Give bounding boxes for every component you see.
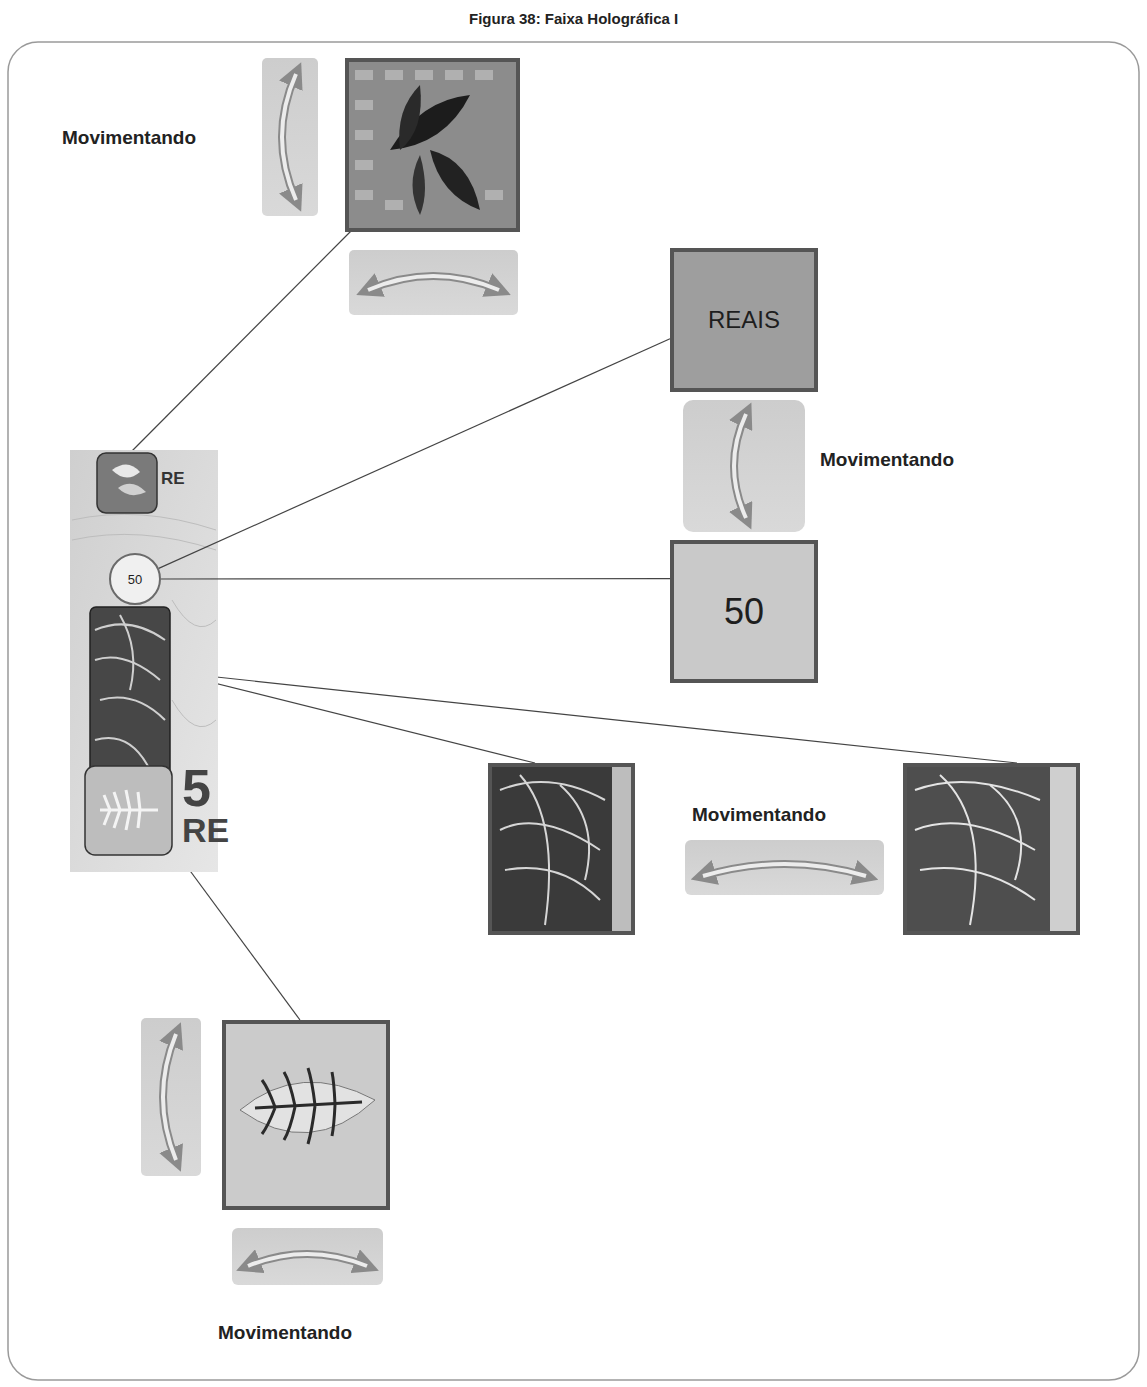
figure-title: Figura 38: Faixa Holográfica I — [469, 10, 678, 27]
motion-label: Movimentando — [218, 1323, 352, 1344]
node-text: 50 — [724, 591, 764, 633]
leader-line — [159, 339, 670, 569]
leader-line — [161, 578, 670, 580]
node-text: REAIS — [708, 306, 780, 334]
hologram-circle: 50 — [109, 553, 161, 605]
hologram-view: REAIS — [670, 248, 818, 392]
note-text: RE — [161, 470, 185, 489]
node-text: 50 — [128, 572, 142, 587]
note-text: RE — [182, 812, 229, 849]
note-value: 5 — [182, 760, 211, 817]
hologram-view: 50 — [670, 540, 818, 683]
motion-label: Movimentando — [820, 450, 954, 471]
motion-label: Movimentando — [692, 805, 826, 826]
motion-label: Movimentando — [62, 128, 196, 149]
